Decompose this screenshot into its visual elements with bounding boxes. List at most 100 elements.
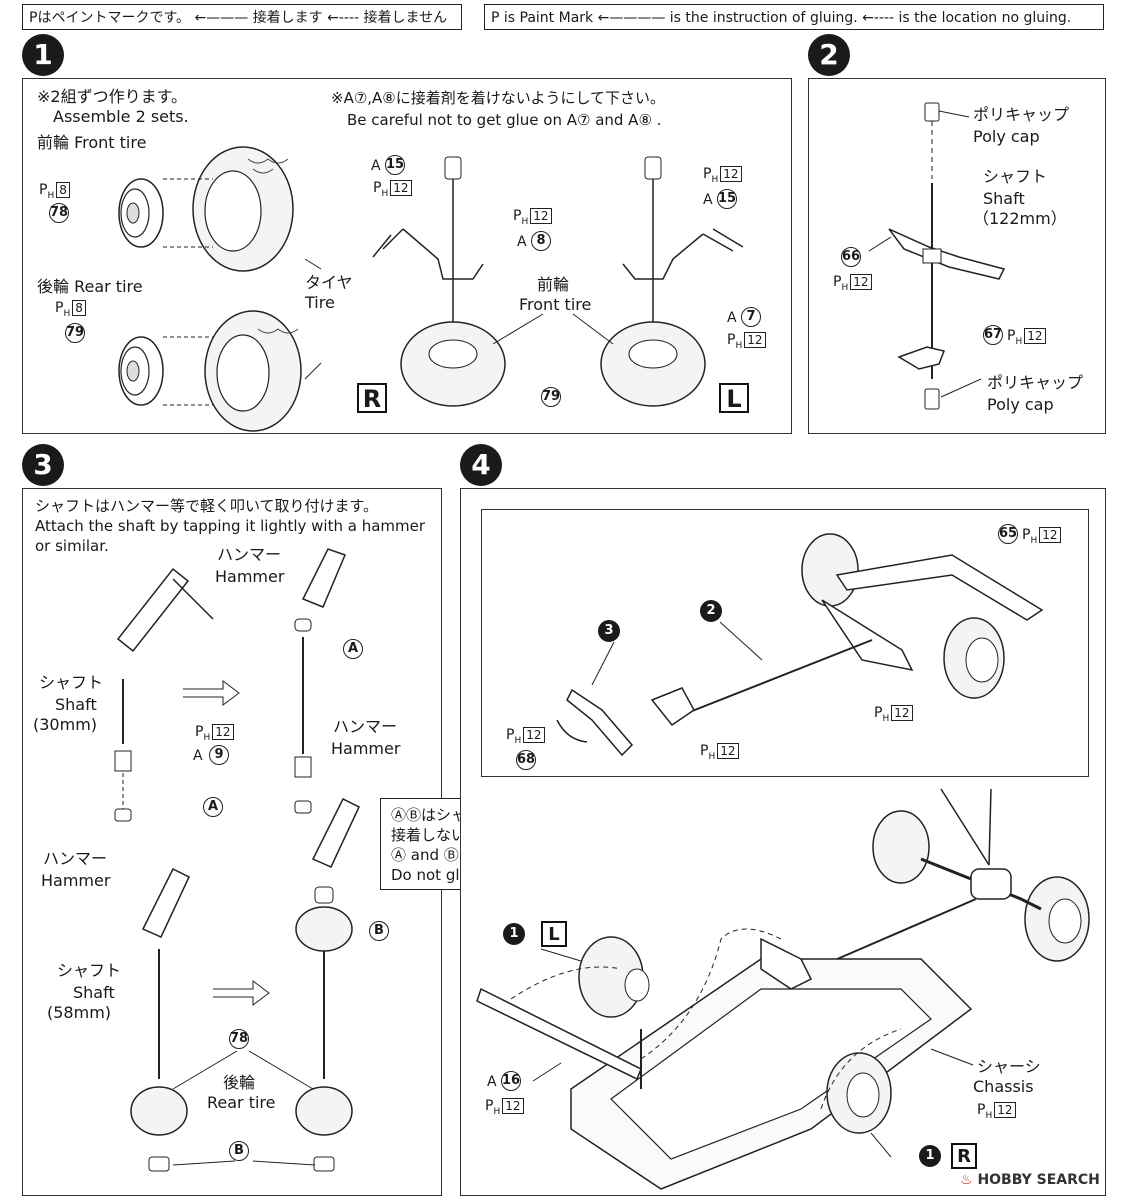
- shaft58-label-en: Shaft: [73, 983, 115, 1002]
- subassembly-1-ref-right: 1: [919, 1145, 941, 1167]
- step-2-badge: 2: [808, 34, 850, 76]
- tire-label-jp: タイヤ: [305, 273, 353, 292]
- rear-tire-label-jp: 後輪: [223, 1073, 256, 1092]
- polycap-top-en: Poly cap: [973, 127, 1040, 146]
- left-label-step4: L: [541, 921, 567, 947]
- legend-glue-jp: 接着します: [252, 10, 323, 26]
- polycap-bottom-en: Poly cap: [987, 395, 1054, 414]
- part-9: 9: [209, 745, 229, 765]
- glue-arrow-icon: ←————: [597, 10, 666, 26]
- legend-glue-en: is the instruction of gluing.: [669, 10, 858, 26]
- part-15-left: 15: [717, 189, 737, 209]
- rear-tire-label-en: Rear tire: [207, 1093, 276, 1112]
- rear-tire-label: 後輪 Rear tire: [37, 277, 143, 296]
- polycap-top-jp: ポリキャップ: [973, 105, 1070, 124]
- polycap-bottom-jp: ポリキャップ: [987, 373, 1084, 392]
- shaft-length: （122mm）: [973, 209, 1067, 228]
- step1-note-en: Assemble 2 sets.: [53, 107, 189, 126]
- left-side-label: L: [719, 383, 749, 413]
- step3-hammer-illustration: [114, 548, 360, 1172]
- part-a7-prefix: A: [727, 310, 737, 326]
- chassis-label-en: Chassis: [973, 1077, 1034, 1096]
- step-1-panel: ※2組ずつ作ります。 Assemble 2 sets. 前輪 Front tir…: [22, 78, 792, 434]
- shaft58-length: (58mm): [47, 1003, 112, 1022]
- part-15-right: 15: [385, 155, 405, 175]
- right-side-label: R: [357, 383, 387, 413]
- step1-caution-en: Be careful not to get glue on A⑦ and A⑧ …: [347, 111, 662, 129]
- hammer-label-2-en: Hammer: [331, 739, 401, 758]
- hammer-label-1-en: Hammer: [215, 567, 285, 586]
- subassembly-1-ref-left: 1: [503, 923, 525, 945]
- legend-paint-mark-jp: Pはペイントマークです。: [29, 10, 191, 26]
- front-tire-illustration: [118, 146, 322, 432]
- step-3-badge: 3: [22, 444, 64, 486]
- chassis-assembly-illustration: [476, 788, 1090, 1190]
- step3-note-en2: or similar.: [35, 537, 109, 555]
- flame-logo-icon: ♨: [960, 1172, 973, 1188]
- hammer-label-1-jp: ハンマー: [217, 545, 282, 564]
- shaft30-length: (30mm): [33, 715, 98, 734]
- jig-b-label-2: B: [229, 1141, 249, 1161]
- rear-axle-shaft-illustration: [868, 102, 1006, 410]
- legend-no-glue-jp: 接着しません: [363, 10, 448, 26]
- part-65: 65: [998, 524, 1018, 544]
- step-3-panel: シャフトはハンマー等で軽く叩いて取り付けます。 Attach the shaft…: [22, 488, 442, 1196]
- no-glue-arrow-icon: ←----: [862, 10, 895, 26]
- subassembly-3-ref: 3: [598, 620, 620, 642]
- step4-inset-illustration: [556, 533, 1044, 757]
- step1-note-jp: ※2組ずつ作ります。: [37, 87, 187, 106]
- part-78-front: 78: [49, 203, 69, 223]
- step1-caution-jp: ※A⑦,A⑧に接着剤を着けないようにして下さい。: [331, 89, 666, 107]
- shaft30-label-en: Shaft: [55, 695, 97, 714]
- part-7: 7: [741, 307, 761, 327]
- shaft30-label-jp: シャフト: [39, 673, 104, 692]
- front-wheel-label-jp: 前輪: [537, 275, 570, 294]
- shaft-label-jp: シャフト: [983, 167, 1048, 186]
- hammer-label-3-jp: ハンマー: [43, 849, 108, 868]
- step-4-badge: 4: [460, 444, 502, 486]
- front-wheel-label-en: Front tire: [519, 295, 592, 314]
- part-68: 68: [516, 750, 536, 770]
- part-a15-right-prefix: A: [371, 158, 381, 174]
- part-66: 66: [841, 247, 861, 267]
- hammer-label-3-en: Hammer: [41, 871, 111, 890]
- part-67: 67: [983, 325, 1003, 345]
- part-a8-prefix: A: [517, 234, 527, 250]
- shaft-label-en: Shaft: [983, 189, 1025, 208]
- legend-english: P is Paint Mark ←———— is the instruction…: [484, 4, 1104, 30]
- jig-b-label-1: B: [369, 921, 389, 941]
- legend-japanese: Pはペイントマークです。 ←——— 接着します ←---- 接着しません: [22, 4, 462, 30]
- part-a9-prefix: A: [193, 748, 203, 764]
- legend-no-glue-en: is the location no gluing.: [898, 10, 1072, 26]
- part-79-rear: 79: [65, 323, 85, 343]
- subassembly-2-ref: 2: [700, 600, 722, 622]
- part-8: 8: [531, 231, 551, 251]
- front-tire-label: 前輪 Front tire: [37, 133, 147, 152]
- front-wheel-assembly-illustration: [372, 156, 744, 407]
- step-1-badge: 1: [22, 34, 64, 76]
- part-a16-prefix: A: [487, 1074, 497, 1090]
- part-78: 78: [229, 1029, 249, 1049]
- part-a15-left-prefix: A: [703, 192, 713, 208]
- no-glue-arrow-icon: ←----: [327, 10, 360, 26]
- step3-note-en1: Attach the shaft by tapping it lightly w…: [35, 517, 426, 535]
- part-16: 16: [501, 1071, 521, 1091]
- jig-a-label-2: A: [343, 639, 363, 659]
- tire-label-en: Tire: [305, 293, 335, 312]
